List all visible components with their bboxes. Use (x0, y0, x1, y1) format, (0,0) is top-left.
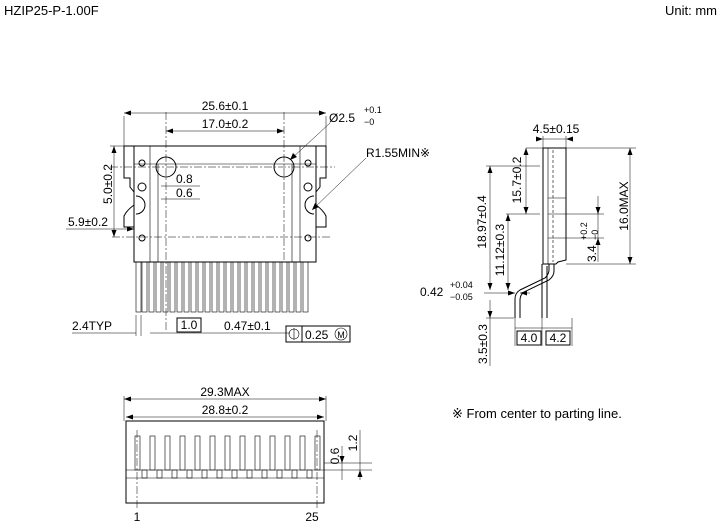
bottom-body-outline (125, 420, 325, 504)
height-c-dim: 11.12±0.3 (493, 223, 507, 276)
pitch-box-b (545, 330, 571, 346)
slot-width-b: 0.6 (176, 186, 193, 200)
hole-diameter-tol-upper: +0.1 (364, 105, 382, 115)
pin-width-dim: 0.47±0.1 (224, 319, 271, 333)
pitch-b-dim: 4.2 (550, 331, 567, 345)
mold-body (133, 145, 317, 263)
height-dim: 5.0±0.2 (101, 164, 115, 204)
radius-note: R1.55MIN※ (366, 146, 430, 160)
total-height-dim: 16.0MAX (617, 181, 631, 230)
pin-end-typ-dim: 2.4TYP (72, 319, 112, 333)
bottom-overall-dim: 29.3MAX (200, 385, 249, 399)
package-name: HZIP25-P-1.00F (4, 3, 99, 18)
small-offset-dim: 3.4 (585, 245, 599, 262)
thickness-dim: 4.5±0.15 (533, 122, 580, 136)
hole-diameter-dim: Ø2.5 (329, 111, 355, 125)
slot-width-a: 0.8 (176, 172, 193, 186)
bottom-dim-a: 0.6 (328, 447, 342, 464)
overall-width-dim: 25.6±0.1 (202, 99, 249, 113)
bottom-dim-b: 1.2 (346, 434, 360, 451)
pin-pitch-box (176, 317, 202, 333)
side-body-outline (542, 147, 567, 265)
bottom-view-leads (134, 435, 321, 479)
svg-text:M: M (337, 330, 345, 340)
side-lead-bent (514, 264, 550, 318)
pin-label-first: 1 (134, 510, 141, 524)
top-view: 25.6±0.1 17.0±0.2 Ø2.5 +0.1 −0 R1.55MIN※… (66, 99, 430, 343)
bottom-row-width-dim: 28.8±0.2 (202, 403, 249, 417)
height-b-dim: 18.97±0.4 (475, 195, 489, 249)
heat-sink-tab-outline (123, 145, 327, 263)
small-offset-tol-upper: +0.2 (579, 222, 589, 240)
lead-thickness-tol-upper: +0.04 (450, 280, 473, 290)
unit-label: Unit: mm (665, 3, 717, 18)
lead-length-dim: 3.5±0.3 (476, 324, 490, 364)
small-offset-tol-lower: −0 (590, 230, 600, 240)
pin-pitch-dim: 1.0 (181, 318, 198, 332)
hole-pitch-dim: 17.0±0.2 (202, 117, 249, 131)
pin-label-last: 25 (305, 510, 319, 524)
position-tolerance-frame (285, 325, 351, 343)
lead-thickness-dim: 0.42 (420, 285, 444, 299)
mmc-symbol-icon (334, 327, 348, 341)
height-a-dim: 15.7±0.2 (510, 156, 524, 203)
side-view: 4.5±0.15 16.0MAX 15.7±0.2 18.97±0.4 11.1… (420, 122, 636, 366)
footnote: ※ From center to parting line. (452, 406, 622, 421)
lead-thickness-tol-lower: −0.05 (450, 292, 473, 302)
bottom-view: 29.3MAX 28.8±0.2 0.6 1.2 1 25 (123, 385, 372, 524)
side-offset-dim: 5.9±0.2 (68, 215, 108, 229)
pitch-box-a (516, 330, 542, 346)
position-tolerance-value: 0.25 (305, 328, 329, 342)
pitch-a-dim: 4.0 (521, 331, 538, 345)
top-view-leads (135, 261, 309, 313)
hole-diameter-tol-lower: −0 (364, 117, 374, 127)
